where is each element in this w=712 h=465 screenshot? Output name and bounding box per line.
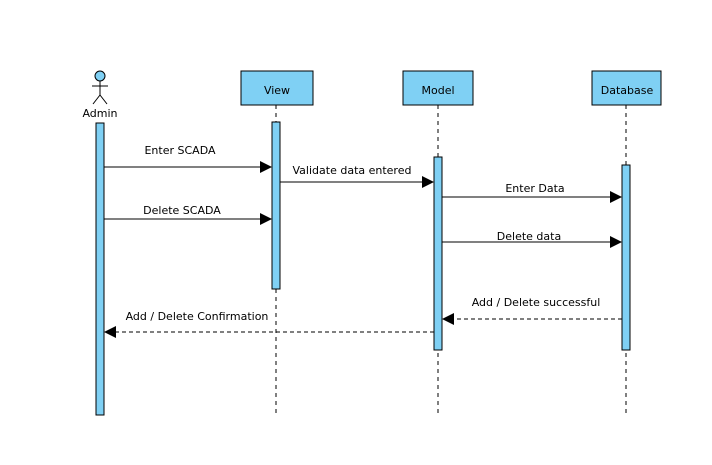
message-enter-scada: Enter SCADA — [104, 144, 272, 173]
actor-head-icon — [94, 70, 106, 82]
message-validate-data: Validate data entered — [280, 164, 434, 188]
message-delete-data-label: Delete data — [497, 230, 561, 243]
actor-admin-label: Admin — [82, 107, 117, 120]
message-add-delete-successful-label: Add / Delete successful — [472, 296, 601, 309]
participant-model-label: Model — [421, 84, 454, 97]
participant-view-label: View — [264, 84, 290, 97]
activation-view — [271, 121, 281, 290]
message-delete-data: Delete data — [442, 230, 622, 248]
message-delete-scada: Delete SCADA — [104, 204, 272, 225]
message-add-delete-successful: Add / Delete successful — [442, 296, 622, 325]
participant-database: Database — [591, 70, 662, 106]
message-validate-data-label: Validate data entered — [293, 164, 412, 177]
participant-database-label: Database — [601, 84, 654, 97]
participant-view: View — [240, 70, 314, 106]
message-add-delete-confirmation: Add / Delete Confirmation — [104, 310, 434, 338]
activation-database — [621, 164, 631, 351]
activation-admin — [95, 122, 105, 416]
message-enter-data: Enter Data — [442, 182, 622, 203]
message-enter-data-label: Enter Data — [505, 182, 564, 195]
activation-model — [433, 156, 443, 351]
message-delete-scada-label: Delete SCADA — [143, 204, 221, 217]
message-enter-scada-label: Enter SCADA — [144, 144, 215, 157]
message-add-delete-confirmation-label: Add / Delete Confirmation — [126, 310, 269, 323]
participant-model: Model — [402, 70, 474, 106]
actor-admin: Admin — [82, 70, 118, 120]
